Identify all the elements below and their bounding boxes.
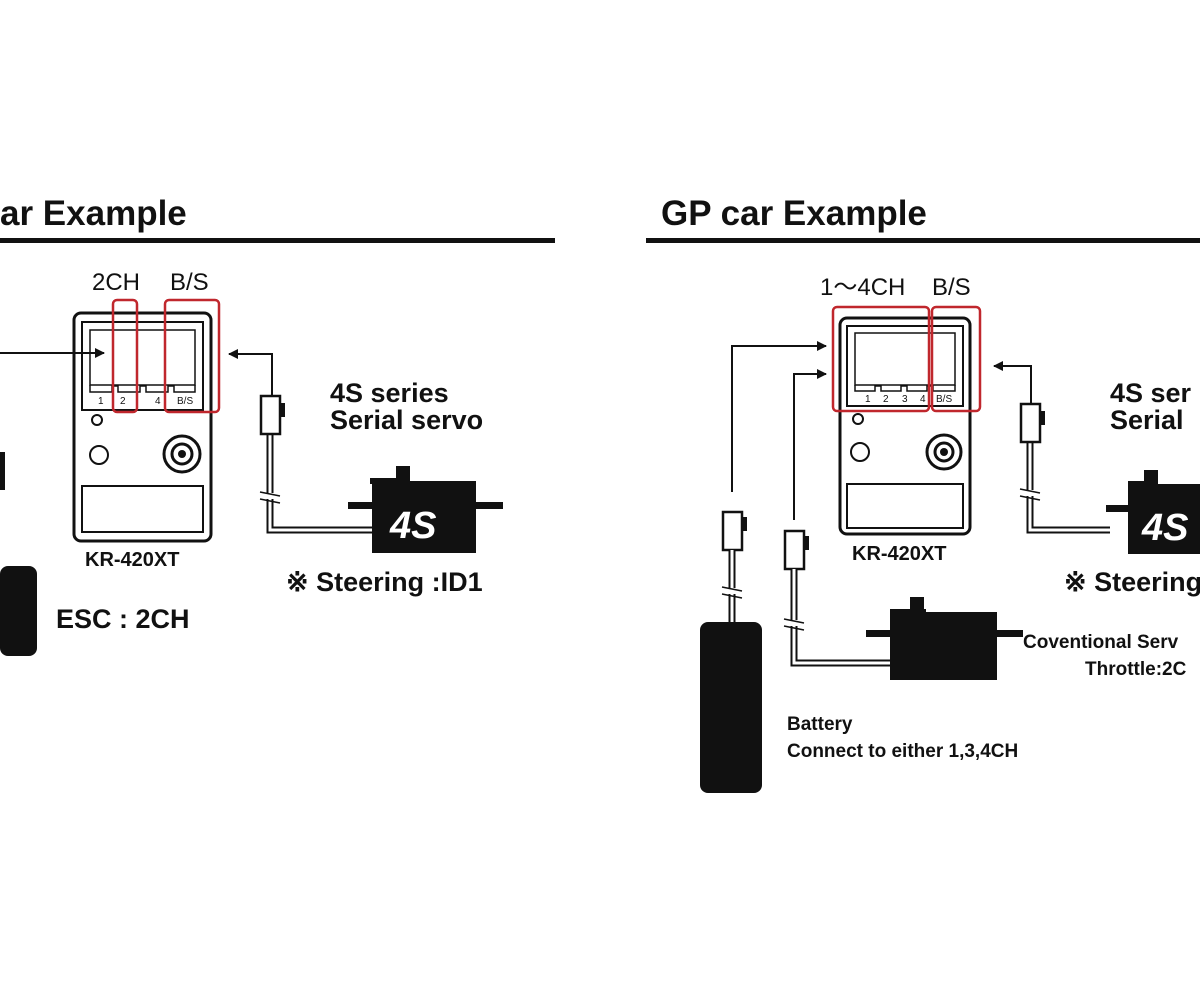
right-servo-connector	[1019, 402, 1042, 444]
right-bs-port-label: B/S	[932, 274, 971, 301]
left-bs-arrow	[228, 349, 273, 396]
right-throttle-connector	[783, 529, 806, 571]
right-throttle-arrow	[793, 369, 827, 520]
left-receiver: 1 2 4 B/S	[72, 311, 213, 543]
right-battery-label-1: Battery	[787, 714, 853, 735]
left-servo-label-2: Serial servo	[330, 405, 483, 435]
left-esc-body	[0, 566, 37, 656]
right-ch-port-label: 1～4CH	[820, 274, 905, 301]
left-steering-label: ※ Steering :ID1	[286, 567, 483, 597]
right-slot-1: 1	[865, 394, 871, 405]
left-title-underline	[0, 238, 555, 243]
right-slot-2: 2	[883, 394, 889, 405]
right-slot-4: 4	[920, 394, 926, 405]
left-receiver-name: KR-420XT	[85, 549, 179, 571]
left-esc-label: ESC : 2CH	[56, 604, 190, 634]
right-conv-servo-label: Coventional Serv	[1023, 632, 1179, 653]
left-slot-bs: B/S	[177, 396, 193, 407]
right-panel: GP car Example 1～4CH B/S 1 2 3 4 B/S KR-…	[646, 194, 1200, 793]
right-4s-servo: 4S	[1106, 470, 1200, 554]
left-ch-highlight	[111, 298, 139, 414]
left-slot-2: 2	[120, 396, 126, 407]
left-slot-4: 4	[155, 396, 161, 407]
left-bs-highlight	[163, 298, 221, 414]
right-title-underline	[646, 238, 1200, 243]
right-slot-bs: B/S	[936, 394, 952, 405]
right-battery-label-2: Connect to either 1,3,4CH	[787, 741, 1018, 762]
left-panel: ar Example 2CH B/S 1 2 4 B/S KR-420XT	[0, 194, 555, 656]
right-battery-body	[700, 622, 762, 793]
right-receiver-name: KR-420XT	[852, 543, 946, 565]
right-bs-highlight	[930, 305, 982, 413]
left-bs-port-label: B/S	[170, 269, 209, 296]
right-conventional-servo	[866, 597, 1023, 680]
right-battery-connector	[721, 510, 744, 552]
right-servo-logo: 4S	[1141, 507, 1188, 549]
right-slot-3: 3	[902, 394, 908, 405]
left-4s-servo: 4S	[348, 466, 503, 553]
left-servo-connector	[259, 394, 282, 436]
right-ch-highlight	[831, 305, 931, 413]
left-servo-logo: 4S	[389, 505, 436, 547]
right-bs-arrow	[993, 361, 1032, 404]
left-title: ar Example	[0, 194, 187, 233]
left-esc-plug	[0, 452, 5, 490]
right-steering-label: ※ Steering	[1064, 567, 1200, 597]
right-battery-arrow	[731, 341, 827, 492]
right-receiver: 1 2 3 4 B/S	[838, 316, 972, 536]
left-ch-port-label: 2CH	[92, 269, 140, 296]
left-slot-1: 1	[98, 396, 104, 407]
right-servo-label-2: Serial	[1110, 405, 1184, 435]
right-title: GP car Example	[661, 194, 927, 233]
right-servo-label-1: 4S ser	[1110, 378, 1192, 408]
left-servo-label-1: 4S series	[330, 378, 449, 408]
right-throttle-label: Throttle:2C	[1085, 659, 1187, 680]
